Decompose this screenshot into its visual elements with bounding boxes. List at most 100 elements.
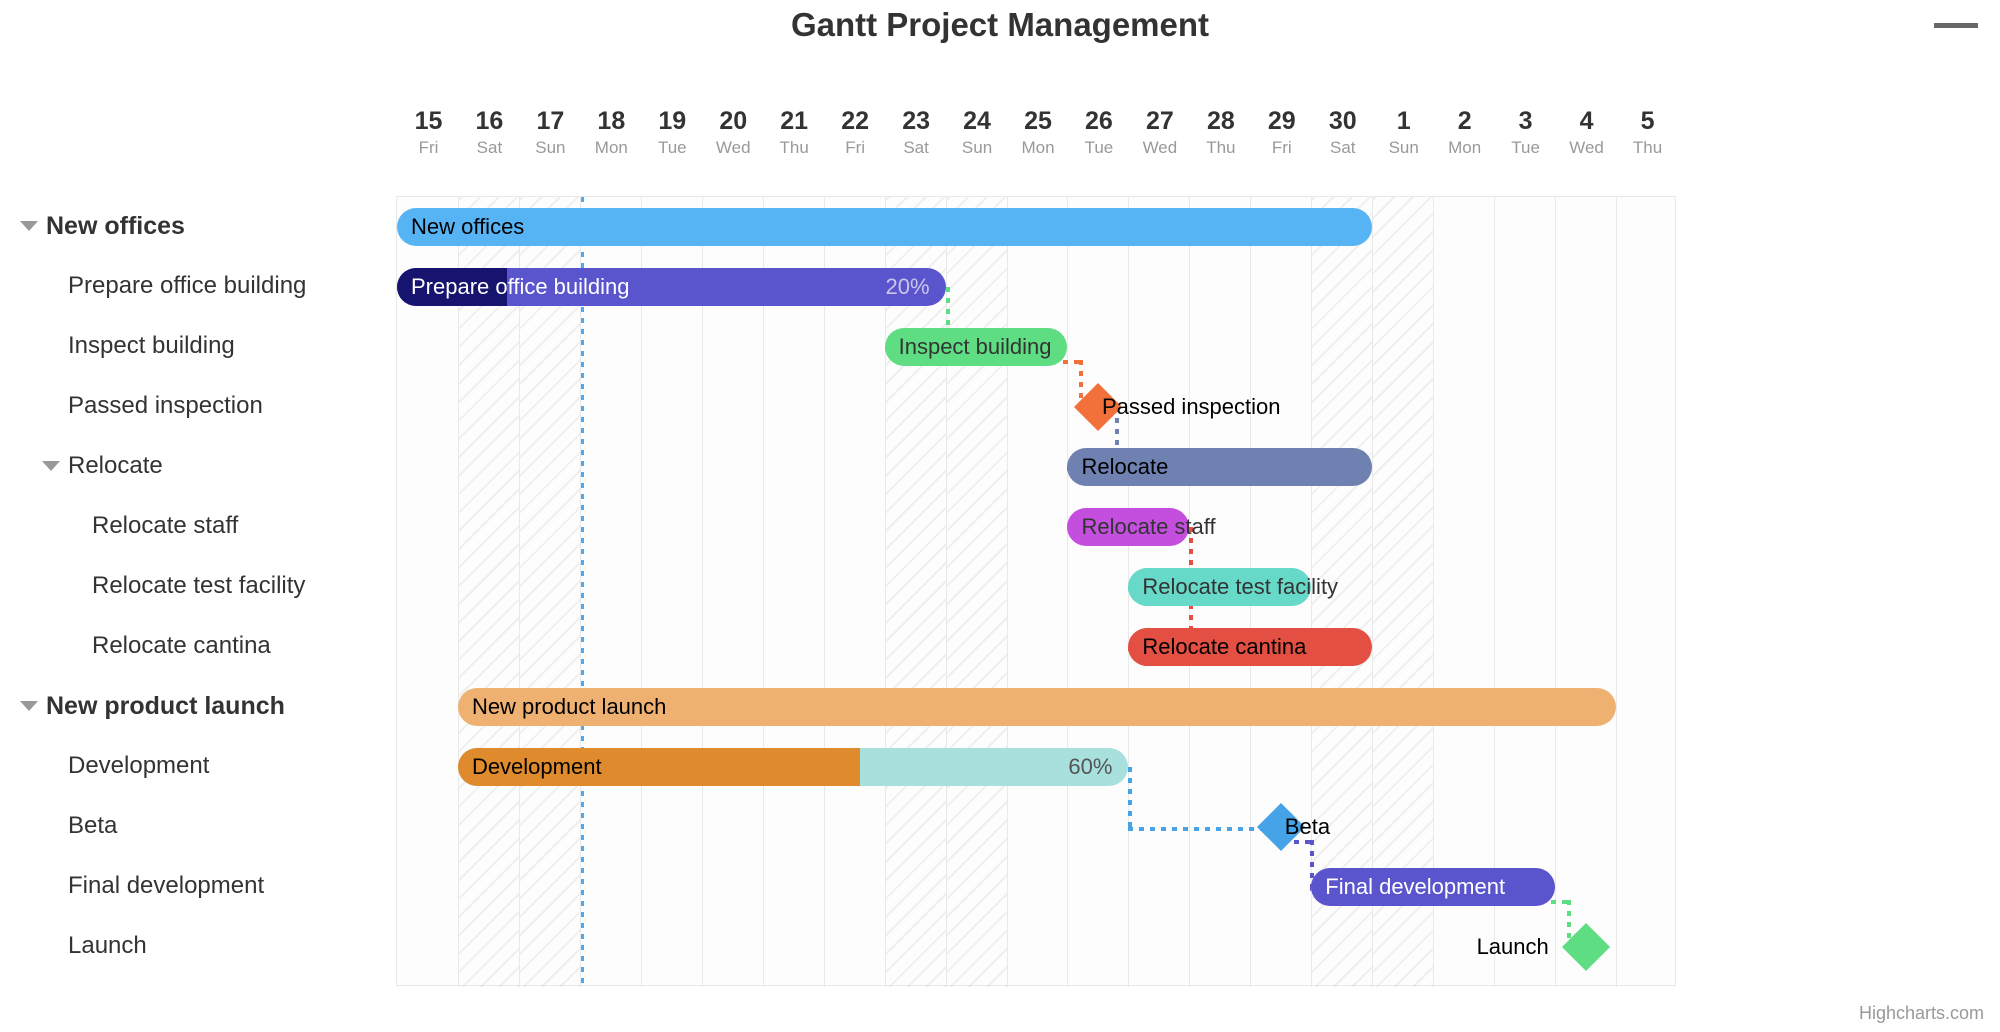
grid-line: [884, 197, 886, 987]
date-tick-weekday: Sat: [903, 138, 929, 157]
date-tick-day: 20: [719, 107, 748, 135]
sidebar-task-relocate-test-facility[interactable]: Relocate test facility: [0, 556, 396, 616]
sidebar-task-passed-inspection[interactable]: Passed inspection: [0, 376, 396, 436]
date-tick-day: 18: [597, 107, 626, 135]
grid-line: [823, 197, 825, 987]
grid-line: [945, 197, 947, 987]
task-bar-new-product-launch[interactable]: New product launch: [457, 688, 1617, 726]
sidebar-task-label: Passed inspection: [68, 392, 263, 419]
date-tick-weekday: Thu: [779, 138, 809, 157]
date-tick-day: 2: [1457, 107, 1472, 135]
task-progress-fill: [397, 268, 507, 306]
sidebar-task-development[interactable]: Development: [0, 736, 396, 796]
sidebar-task-label: Launch: [68, 932, 147, 959]
task-bar-relocate-test-facility[interactable]: [1128, 568, 1312, 606]
date-tick-day: 26: [1085, 107, 1113, 135]
date-tick-day: 3: [1518, 107, 1533, 135]
milestone-label: Passed inspection: [1101, 394, 1281, 419]
grid-line: [518, 197, 520, 987]
grid-line: [762, 197, 764, 987]
page-title: Gantt Project Management: [790, 6, 1210, 43]
date-tick-day: 5: [1640, 107, 1655, 135]
highcharts-credit[interactable]: Highcharts.com: [1858, 1003, 1984, 1023]
grid-line: [457, 197, 459, 987]
collapse-triangle-icon[interactable]: [42, 461, 60, 471]
task-bar-relocate-cantina[interactable]: Relocate cantina: [1128, 628, 1373, 666]
sidebar-task-new-offices[interactable]: New offices: [0, 196, 396, 256]
task-bar-label: New offices: [411, 214, 525, 239]
sidebar-task-beta[interactable]: Beta: [0, 796, 396, 856]
collapse-triangle-icon[interactable]: [20, 701, 38, 711]
grid-line: [1067, 197, 1069, 987]
dependency-connector: [1128, 827, 1264, 831]
date-tick-weekday: Wed: [1569, 138, 1604, 157]
date-tick-weekday: Mon: [1021, 138, 1055, 157]
date-tick-day: 19: [658, 107, 687, 135]
date-tick-weekday: Wed: [715, 138, 751, 157]
date-tick-weekday: Wed: [1142, 138, 1178, 157]
date-tick-weekday: Mon: [1448, 138, 1482, 157]
date-tick-day: 21: [780, 107, 809, 135]
sidebar-task-new-product-launch[interactable]: New product launch: [0, 676, 396, 736]
date-tick-day: 23: [902, 107, 930, 135]
task-bar-relocate-staff[interactable]: [1067, 508, 1190, 546]
sidebar-task-relocate[interactable]: Relocate: [0, 436, 396, 496]
date-tick-day: 17: [536, 107, 565, 135]
sidebar-task-prepare-office-building[interactable]: Prepare office building: [0, 256, 396, 316]
date-tick-weekday: Tue: [657, 138, 687, 157]
task-bar-relocate[interactable]: Relocate: [1067, 448, 1373, 486]
task-bar-label: Final development: [1325, 874, 1506, 899]
sidebar-task-launch[interactable]: Launch: [0, 916, 396, 976]
task-bar-final-development[interactable]: Final development: [1311, 868, 1556, 906]
sidebar-task-label: New product launch: [46, 691, 285, 720]
sidebar-task-final-development[interactable]: Final development: [0, 856, 396, 916]
sidebar-task-relocate-staff[interactable]: Relocate staff: [0, 496, 396, 556]
date-tick-day: 1: [1396, 107, 1411, 135]
weekend-band: [457, 197, 519, 987]
date-tick-weekday: Fri: [845, 138, 866, 157]
grid-line: [640, 197, 642, 987]
dependency-connector: [1293, 840, 1310, 844]
task-progress-fill: [457, 748, 861, 786]
dependency-connector: [1309, 887, 1312, 891]
date-tick-weekday: Sun: [535, 138, 566, 157]
sidebar-task-inspect-building[interactable]: Inspect building: [0, 316, 396, 376]
hamburger-menu-icon[interactable]: [1932, 20, 1978, 54]
grid-line: [1311, 197, 1313, 987]
task-bar-inspect-building[interactable]: [884, 328, 1068, 366]
grid-line: [579, 197, 581, 987]
grid-line: [1616, 197, 1618, 987]
task-bar-outside-label: Inspect building: [898, 334, 1052, 359]
date-tick-weekday: Tue: [1084, 138, 1114, 157]
today-marker-line: [580, 197, 584, 987]
sidebar-task-relocate-cantina[interactable]: Relocate cantina: [0, 616, 396, 676]
dependency-connector: [1128, 767, 1133, 827]
sidebar-task-label: Relocate: [68, 452, 163, 479]
collapse-triangle-icon[interactable]: [20, 221, 38, 231]
date-tick-weekday: Tue: [1511, 138, 1540, 157]
date-tick-day: 27: [1145, 107, 1174, 135]
sidebar-task-label: Inspect building: [68, 332, 235, 359]
sidebar-task-label: Beta: [68, 812, 118, 839]
date-tick-weekday: Mon: [594, 138, 628, 157]
task-bar-label: Relocate cantina: [1142, 634, 1307, 659]
task-bar-new-offices[interactable]: New offices: [397, 208, 1373, 246]
task-progress-label: 20%: [885, 274, 930, 299]
date-tick-day: 29: [1267, 107, 1296, 135]
weekend-band: [945, 197, 1007, 987]
